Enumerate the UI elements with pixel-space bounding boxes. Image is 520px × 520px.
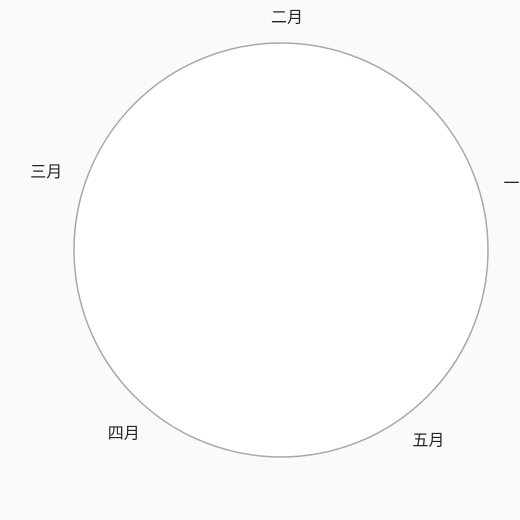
pie-slice-2 xyxy=(163,43,408,251)
pie-slice-3 xyxy=(73,79,281,309)
slice-label-5: 五月 xyxy=(412,431,444,450)
pie-slices xyxy=(73,43,489,458)
pie-slice-4 xyxy=(82,250,282,457)
slice-label-4: 四月 xyxy=(108,424,140,443)
slice-label-3: 三月 xyxy=(30,162,62,181)
pie-slice-1 xyxy=(281,85,489,320)
pie-slice-5 xyxy=(275,250,477,458)
slice-label-1: 一月 xyxy=(503,174,520,193)
pie-outline xyxy=(73,42,489,458)
slice-label-2: 二月 xyxy=(271,8,303,27)
